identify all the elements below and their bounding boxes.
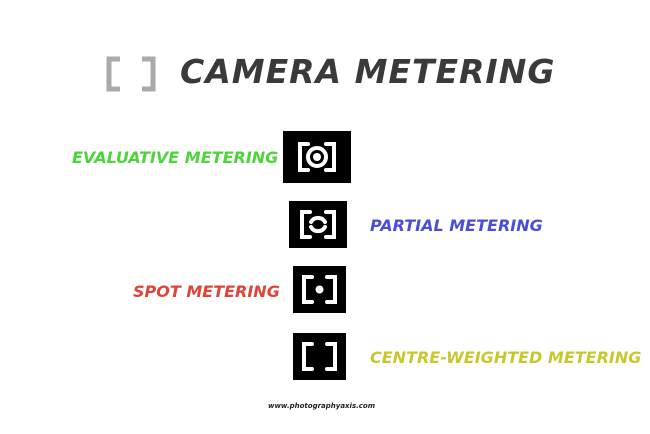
- centre-weighted-metering-icon: [293, 333, 346, 380]
- evaluative-metering-icon: [283, 131, 351, 183]
- evaluative-metering-label: EVALUATIVE METERING: [72, 148, 279, 167]
- website-credit: www.photographyaxis.com: [268, 402, 376, 410]
- frame-brackets-icon: [106, 56, 156, 92]
- page-title: CAMERA METERING: [180, 52, 556, 91]
- spot-metering-icon: [293, 266, 346, 313]
- spot-metering-label: SPOT METERING: [133, 282, 280, 301]
- partial-metering-label: PARTIAL METERING: [370, 216, 543, 235]
- centre-weighted-metering-label: CENTRE-WEIGHTED METERING: [370, 348, 642, 367]
- partial-metering-icon: [289, 201, 347, 248]
